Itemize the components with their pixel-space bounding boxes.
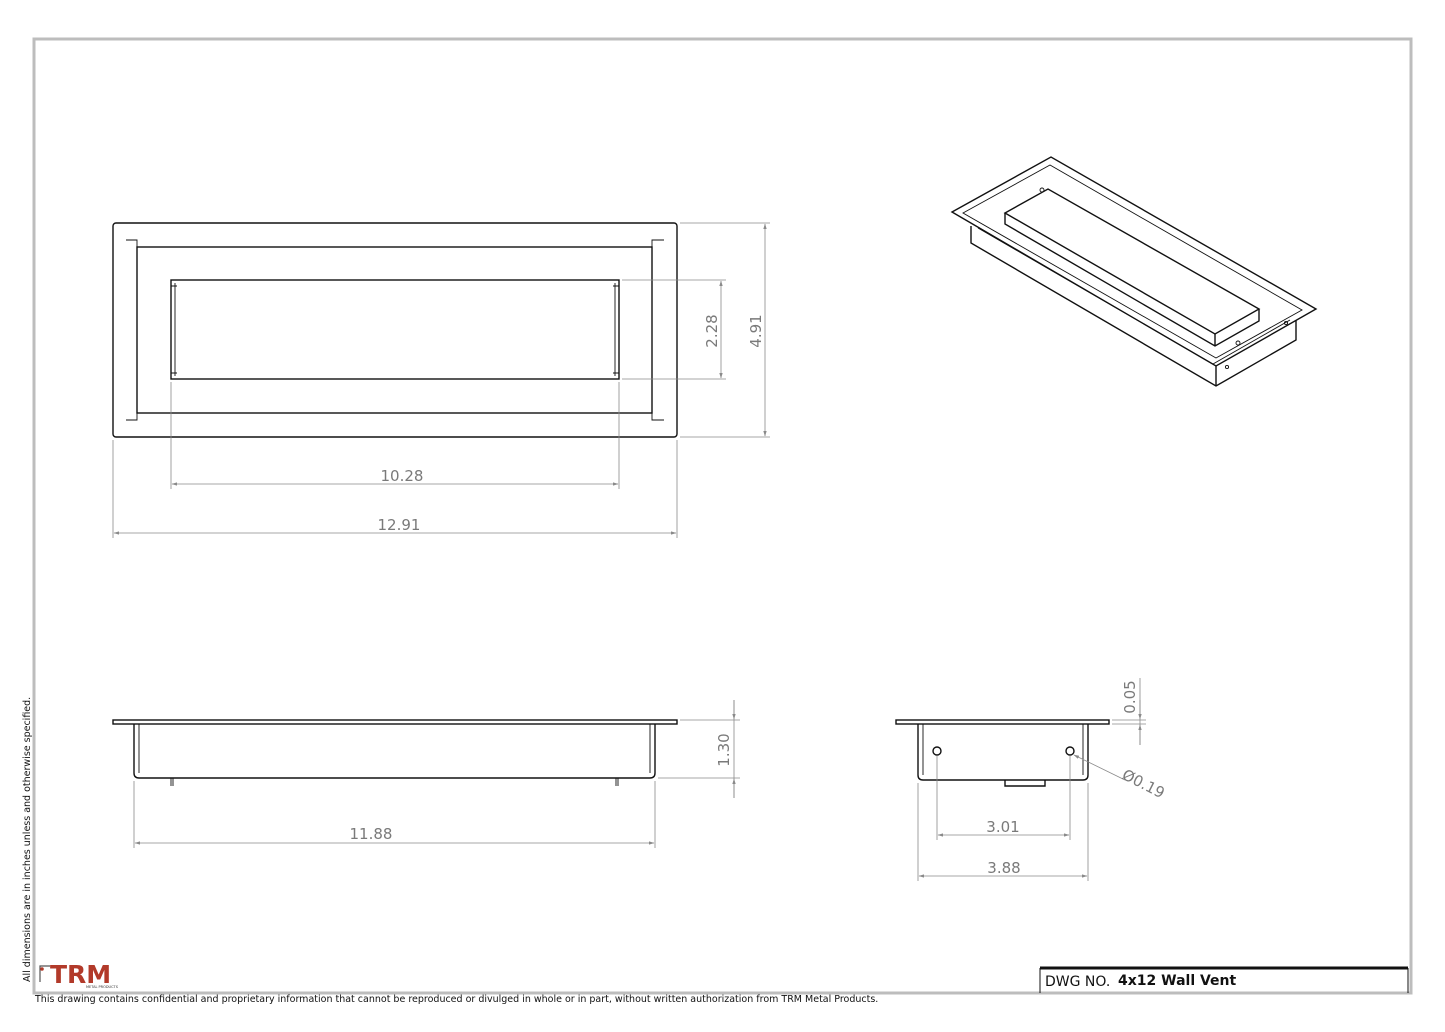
dim-inner-width: 10.28 bbox=[381, 467, 424, 485]
front-opening bbox=[170, 279, 620, 380]
iso-flange-outer bbox=[950, 156, 1318, 367]
dim-hole-diameter: Ø0.19 bbox=[1119, 766, 1167, 803]
sheet-border bbox=[32, 37, 1413, 995]
front-outer-frame bbox=[112, 222, 678, 438]
side-dimensions: 11.88 1.30 bbox=[133, 700, 740, 848]
side-view bbox=[112, 719, 678, 786]
isometric-view bbox=[950, 156, 1318, 387]
end-hole-right bbox=[1065, 746, 1075, 756]
title-block: DWG NO. 4x12 Wall Vent bbox=[1039, 966, 1409, 993]
logo-subtext: METAL PRODUCTS bbox=[86, 985, 119, 989]
iso-damper-top bbox=[1003, 188, 1261, 335]
end-flange bbox=[895, 719, 1110, 725]
dim-body-width: 3.88 bbox=[987, 859, 1020, 877]
side-flange bbox=[112, 719, 678, 725]
iso-flange-inner bbox=[962, 164, 1303, 359]
iso-damper-side bbox=[1004, 213, 1260, 347]
dim-outer-height: 4.91 bbox=[747, 314, 765, 347]
dwg-no-value: 4x12 Wall Vent bbox=[1118, 973, 1237, 989]
iso-body-bottom bbox=[970, 226, 1297, 387]
dim-flange-thickness: 0.05 bbox=[1121, 680, 1139, 713]
front-dimensions: 10.28 12.91 2.28 4.91 bbox=[112, 222, 770, 538]
front-inner-frame bbox=[136, 246, 653, 414]
end-hole-left bbox=[932, 746, 942, 756]
dim-depth: 1.30 bbox=[715, 733, 733, 766]
end-body bbox=[917, 724, 1089, 781]
end-dimensions: 3.01 3.88 0.05 Ø0.19 bbox=[917, 678, 1168, 881]
disclaimer: This drawing contains confidential and p… bbox=[34, 994, 878, 1005]
dim-length: 11.88 bbox=[350, 825, 393, 843]
dwg-no-label: DWG NO. bbox=[1045, 974, 1110, 990]
logo-text: TRM bbox=[50, 960, 111, 989]
front-view bbox=[112, 222, 678, 438]
dim-outer-width: 12.91 bbox=[378, 516, 421, 534]
dim-inner-height: 2.28 bbox=[703, 314, 721, 347]
end-damper-tab bbox=[1004, 780, 1046, 787]
side-body bbox=[133, 724, 656, 779]
trm-logo: TRM METAL PRODUCTS bbox=[39, 960, 119, 989]
units-note: All dimensions are in inches unless and … bbox=[22, 697, 33, 982]
dim-hole-spacing: 3.01 bbox=[986, 818, 1019, 836]
end-view bbox=[895, 719, 1110, 787]
